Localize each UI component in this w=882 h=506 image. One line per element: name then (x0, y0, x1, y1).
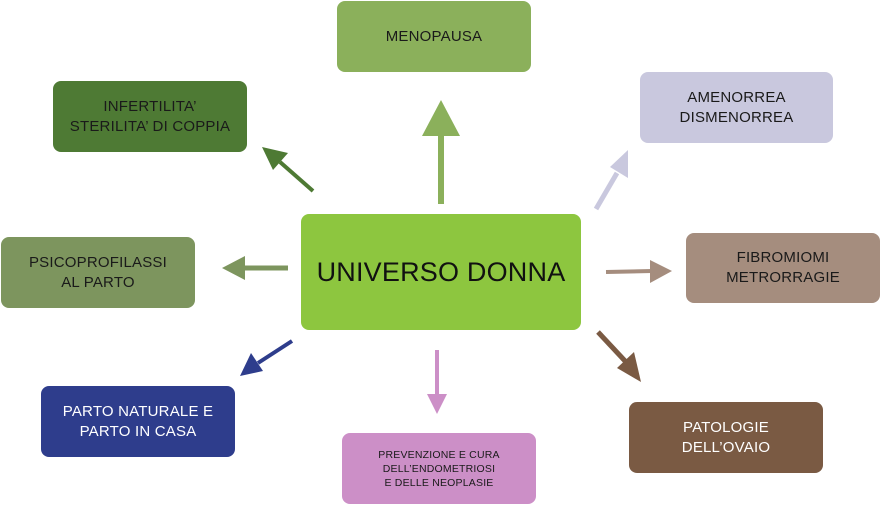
node-endometriosi-line-2: DELL’ENDOMETRIOSI (382, 462, 496, 475)
node-parto-naturale-line-1: PARTO NATURALE E (62, 402, 214, 420)
node-menopausa: MENOPAUSA (337, 1, 531, 72)
node-infertilita-line-1: INFERTILITA’ (103, 97, 197, 115)
node-fibromiomi-line-2: METRORRAGIE (726, 269, 840, 286)
arrow-parto-naturale (240, 339, 294, 376)
arrow-endometriosi (427, 350, 447, 414)
node-infertilita: INFERTILITA’ STERILITA’ DI COPPIA (53, 81, 247, 152)
node-parto-naturale: PARTO NATURALE E PARTO IN CASA (41, 386, 235, 457)
center-node-label: UNIVERSO DONNA (316, 257, 566, 287)
center-node-universo-donna: UNIVERSO DONNA (301, 214, 581, 330)
arrow-fibromiomi (605, 260, 672, 283)
node-ovaio-line-2: DELL’OVAIO (681, 438, 771, 456)
arrow-psicoprofilassi (222, 256, 288, 280)
node-ovaio-line-1: PATOLOGIE (683, 418, 769, 436)
node-fibromiomi-metrorragie: FIBROMIOMI METRORRAGIE (686, 233, 880, 303)
node-endometriosi-line-1: PREVENZIONE E CURA (378, 448, 500, 461)
node-amenorrea-line-2: DISMENORREA (679, 108, 794, 126)
arrow-menopausa (422, 100, 460, 204)
node-endometriosi-line-3: E DELLE NEOPLASIE (384, 476, 494, 489)
node-amenorrea-dismenorrea: AMENORREA DISMENORREA (640, 72, 833, 143)
node-psicoprofilassi-line-2: AL PARTO (61, 273, 135, 291)
node-endometriosi: PREVENZIONE E CURA DELL’ENDOMETRIOSI E D… (342, 433, 536, 504)
node-patologie-ovaio: PATOLOGIE DELL’OVAIO (629, 402, 823, 473)
arrow-infertilita (262, 147, 315, 193)
node-parto-naturale-line-2: PARTO IN CASA (79, 422, 197, 440)
arrow-ovaio (596, 330, 641, 382)
node-menopausa-line-1: MENOPAUSA (385, 27, 483, 45)
arrow-amenorrea (593, 150, 628, 211)
node-fibromiomi-line-1: FIBROMIOMI (736, 249, 830, 266)
node-infertilita-line-2: STERILITA’ DI COPPIA (69, 117, 231, 135)
node-psicoprofilassi-line-1: PSICOPROFILASSI (28, 253, 168, 271)
node-psicoprofilassi: PSICOPROFILASSI AL PARTO (1, 237, 195, 308)
node-amenorrea-line-1: AMENORREA (687, 88, 786, 106)
